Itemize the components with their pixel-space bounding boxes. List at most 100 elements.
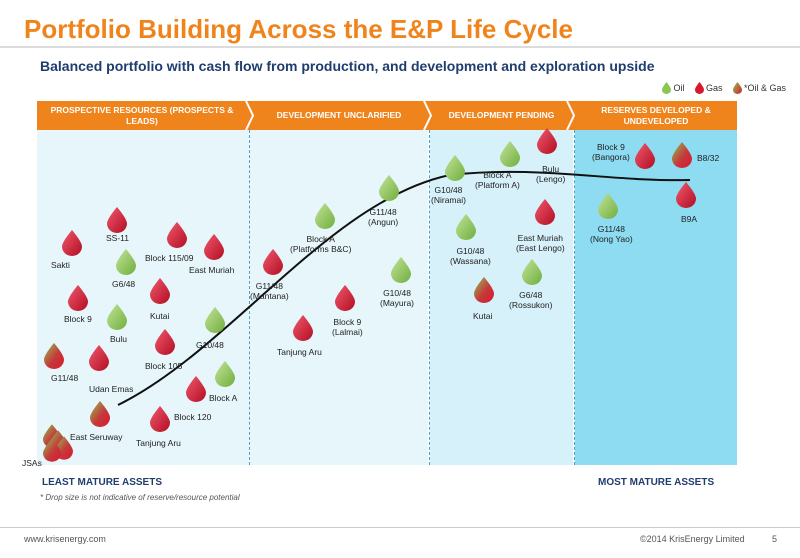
asset-label: Block A (Platforms B&C) <box>290 234 352 254</box>
asset-label: G11/48 (Angun) <box>368 207 399 227</box>
asset-label: Block 120 <box>174 412 212 422</box>
asset-label: Block 115/09 <box>145 253 194 263</box>
legend-oil-gas: *Oil & Gas <box>732 82 786 94</box>
asset-label: Block 9 <box>64 314 92 324</box>
stage-reserves-developed: RESERVES DEVELOPED & UNDEVELOPED <box>601 104 711 126</box>
asset-label: Tanjung Aru <box>136 438 181 448</box>
asset-label: G6/48 <box>112 279 136 289</box>
oil-gas-drop-icon <box>732 82 742 94</box>
asset-label: Bulu <box>110 334 128 344</box>
asset-label: East Seruway <box>70 432 123 442</box>
asset-label: JSAs <box>22 458 42 468</box>
legend-gas-label: Gas <box>705 83 723 93</box>
asset-label: G10/48 (Niramai) <box>431 185 466 205</box>
asset-label: Block A <box>209 393 238 403</box>
gas-drop-icon <box>263 249 283 275</box>
page-subtitle: Balanced portfolio with cash flow from p… <box>40 58 655 74</box>
asset-label: Kutai <box>150 311 170 321</box>
stage-development-unclarified: DEVELOPMENT UNCLARIFIED <box>276 110 402 120</box>
oil-drop-icon <box>107 304 127 330</box>
oil-gas-drop-icon <box>474 277 494 303</box>
asset-label: B9A <box>681 214 698 224</box>
legend: Oil Gas *Oil & Gas <box>654 82 786 96</box>
gas-drop-icon <box>537 128 557 154</box>
stage-divider <box>574 130 575 465</box>
stage-divider <box>429 130 430 465</box>
legend-oil-gas-label: *Oil & Gas <box>743 83 786 93</box>
oil-gas-drop-icon <box>44 343 64 369</box>
gas-drop-icon <box>535 199 555 225</box>
gas-drop-icon <box>150 406 170 433</box>
asset-label: SS-11 <box>106 233 129 243</box>
asset-label: Udan Emas <box>89 384 134 394</box>
asset-label: G6/48 (Rossukon) <box>509 290 553 310</box>
oil-drop-icon <box>500 141 520 167</box>
gas-drop-icon <box>68 285 88 311</box>
gas-drop-icon <box>107 207 127 233</box>
stage-development-pending: DEVELOPMENT PENDING <box>448 110 555 120</box>
gas-drop-icon <box>167 222 187 248</box>
oil-drop-icon <box>116 249 136 275</box>
panel-pending <box>430 130 573 465</box>
gas-drop-icon <box>694 82 704 94</box>
asset-label: G11/48 (Mantana) <box>250 281 289 301</box>
gas-drop-icon <box>293 315 313 341</box>
asset-label: Bulu (Lengo) <box>536 164 566 184</box>
asset-label: Sakti <box>51 260 70 270</box>
asset-label: East Muriah (East Lengo) <box>516 233 565 253</box>
asset-label: Block 105 <box>145 361 183 371</box>
oil-drop-icon <box>522 259 542 285</box>
axis-least-mature: LEAST MATURE ASSETS <box>42 477 163 488</box>
oil-drop-icon <box>315 203 335 229</box>
gas-drop-icon <box>635 143 655 169</box>
oil-drop-icon <box>379 175 399 201</box>
asset-label: G10/48 (Mayura) <box>380 288 415 308</box>
maturity-curve <box>117 170 691 406</box>
oil-drop-icon <box>598 193 618 219</box>
title-divider <box>0 46 800 48</box>
legend-oil-label: Oil <box>673 83 685 93</box>
oil-drop-icon <box>456 214 476 241</box>
axis-most-mature: MOST MATURE ASSETS <box>598 477 715 488</box>
footnote: * Drop size is not indicative of reserve… <box>40 493 240 502</box>
oil-gas-drop-icon <box>43 438 61 462</box>
asset-label: Block 9 (Bangora) <box>592 142 630 162</box>
asset-label: G11/48 (Nong Yao) <box>590 224 633 244</box>
footer-divider <box>0 527 800 528</box>
gas-drop-icon <box>335 285 355 311</box>
asset-label: Block 9 (Lalmai) <box>332 317 363 337</box>
page-number: 5 <box>772 534 778 544</box>
oil-drop-icon <box>215 361 235 387</box>
oil-gas-drop-icon <box>672 142 692 168</box>
footer-copyright: ©2014 KrisEnergy Limited <box>640 534 745 544</box>
asset-label: Kutai <box>473 311 493 321</box>
gas-drop-icon <box>155 329 175 355</box>
oil-drop-icon <box>391 257 412 283</box>
asset-label: B8/32 <box>697 153 720 163</box>
footer-url[interactable]: www.krisenergy.com <box>24 534 106 544</box>
gas-drop-icon <box>186 376 206 402</box>
oil-drop-icon <box>205 307 225 333</box>
asset-label: G10/48 <box>196 340 224 350</box>
legend-gas: Gas <box>694 82 723 94</box>
stage-prospective-resources: PROSPECTIVE RESOURCES (PROSPECTS & LEADS… <box>50 104 234 126</box>
panel-reserves <box>575 130 737 465</box>
gas-drop-icon <box>204 234 224 260</box>
asset-label: Block A (Platform A) <box>475 170 520 190</box>
gas-drop-icon <box>89 345 109 371</box>
asset-label: Tanjung Aru <box>277 347 322 357</box>
stage-arrow-bar <box>37 101 737 130</box>
asset-label: G10/48 (Wassana) <box>450 246 491 266</box>
gas-drop-icon <box>150 278 170 304</box>
stage-divider <box>249 130 250 465</box>
gas-drop-icon <box>62 230 82 256</box>
oil-drop-icon <box>445 155 465 181</box>
asset-label: G11/48 <box>51 373 79 383</box>
page-title: Portfolio Building Across the E&P Life C… <box>24 14 573 44</box>
gas-drop-icon <box>676 182 696 208</box>
oil-drop-icon <box>662 82 672 94</box>
asset-label: East Muriah <box>189 265 235 275</box>
oil-gas-drop-icon <box>90 401 110 427</box>
legend-oil: Oil <box>662 82 684 94</box>
